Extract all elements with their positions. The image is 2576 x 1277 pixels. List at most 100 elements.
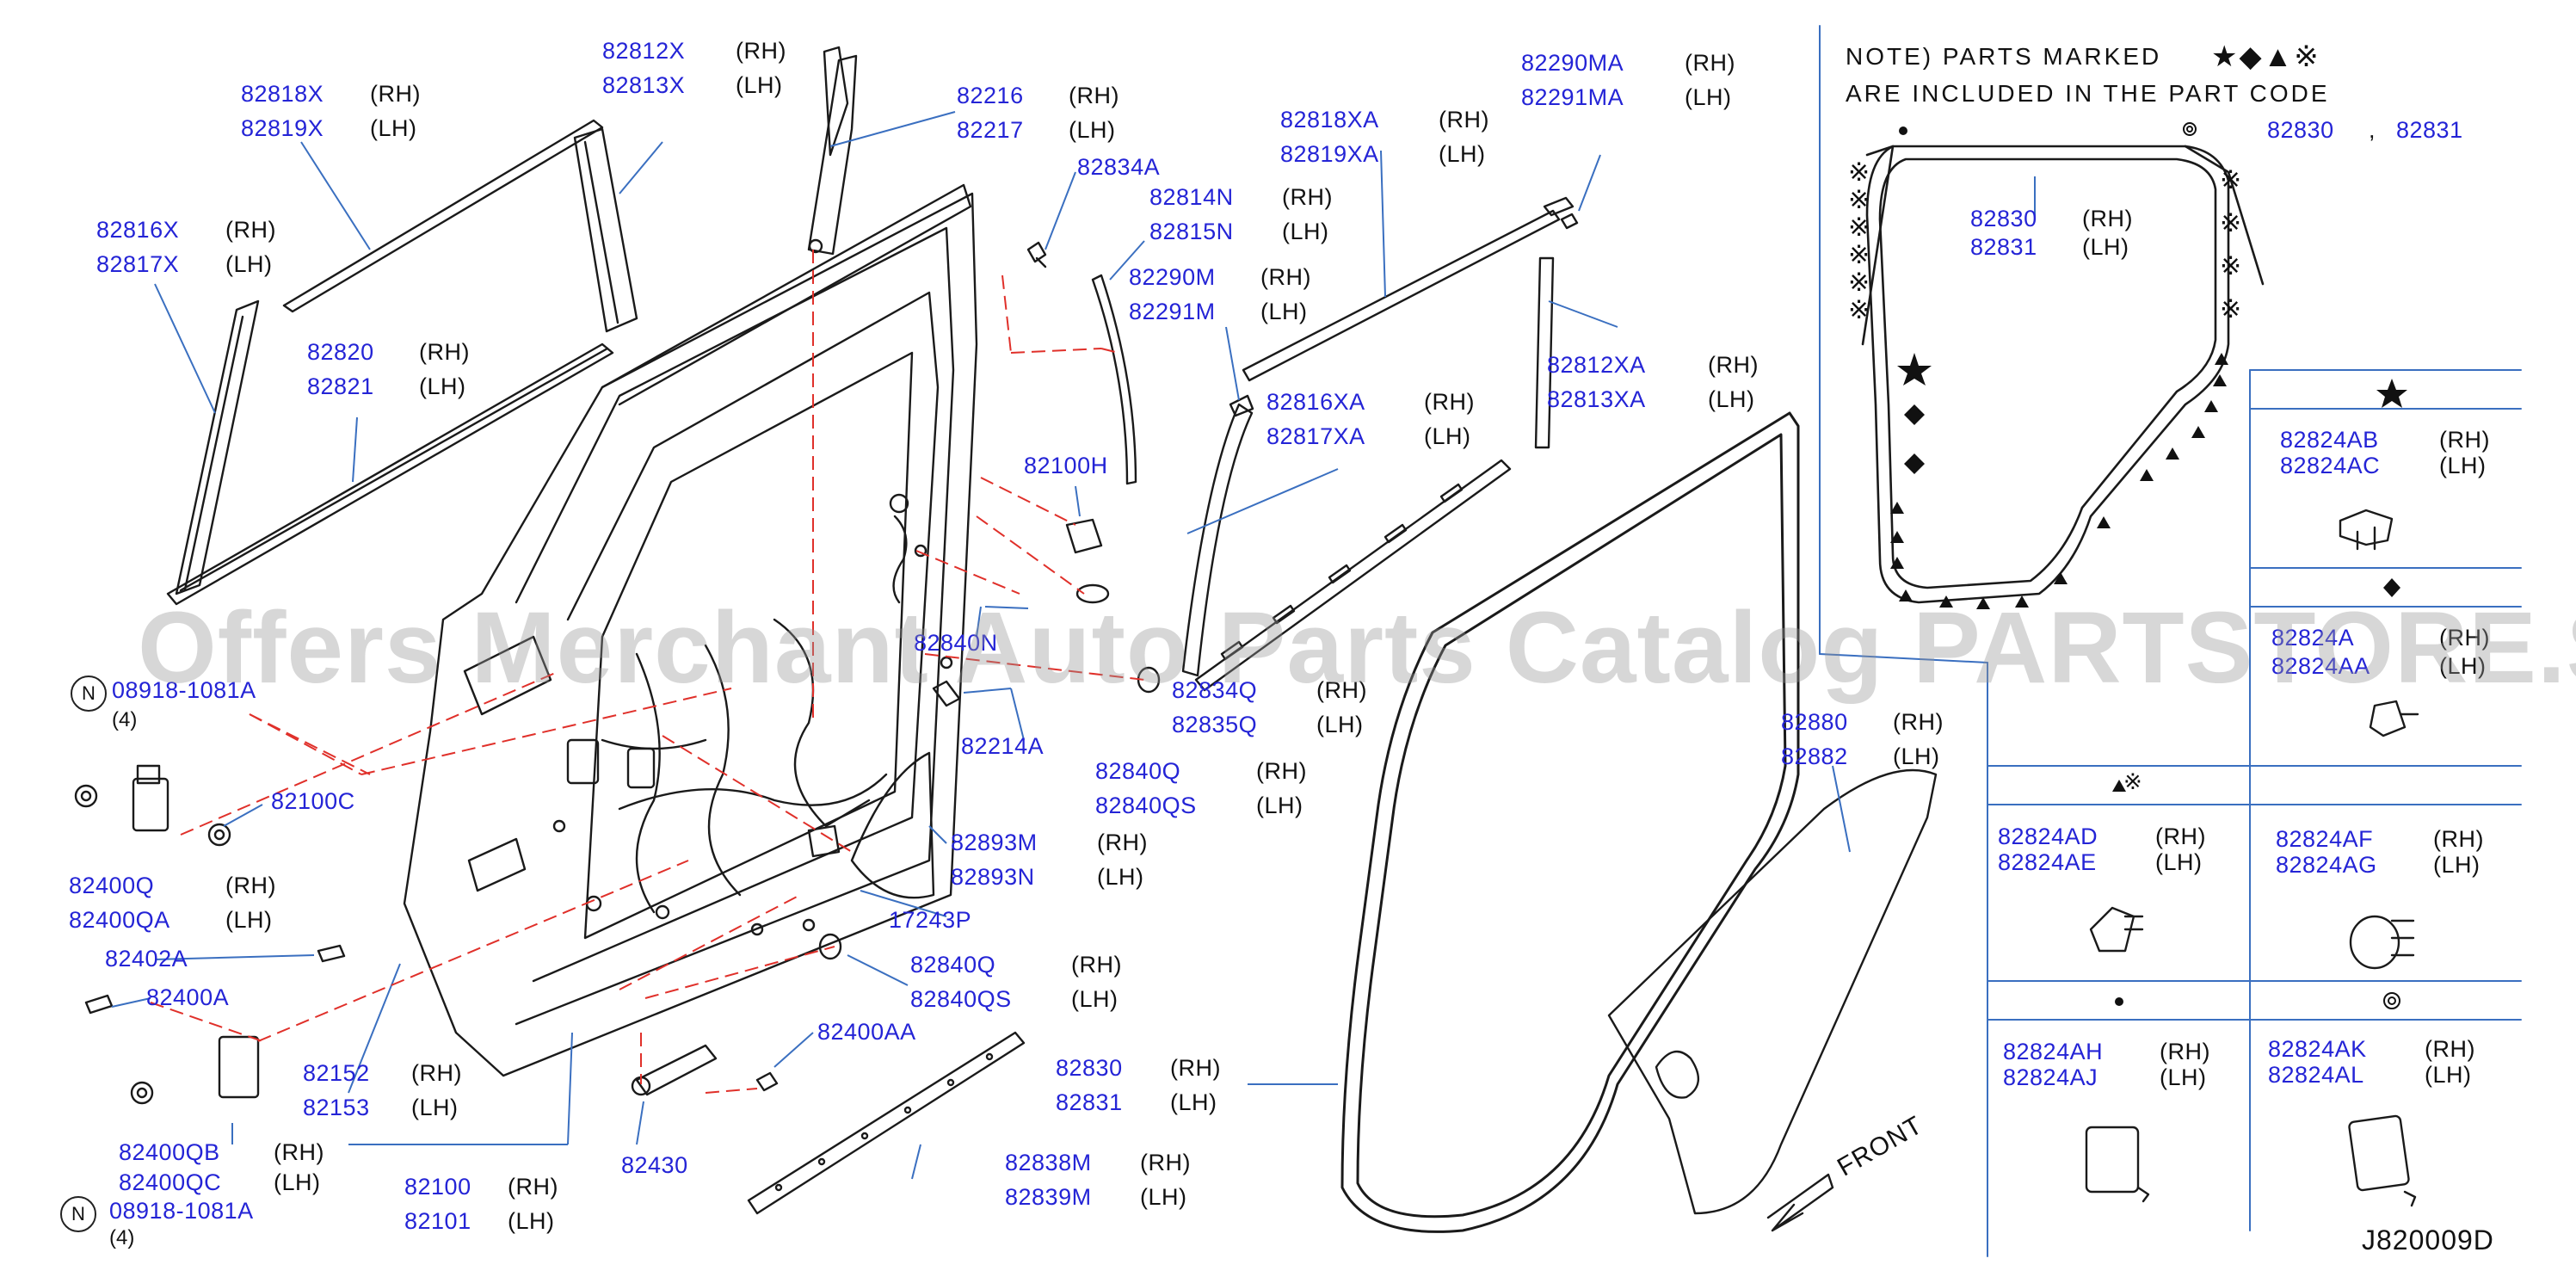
part-82819x[interactable]: 82819X	[241, 115, 324, 141]
part-82813xa[interactable]: 82813XA	[1547, 386, 1646, 412]
part-82100[interactable]: 82100	[404, 1174, 471, 1200]
part-82834q[interactable]: 82834Q	[1172, 677, 1258, 703]
part-82834a[interactable]: 82834A	[1077, 154, 1161, 180]
side-lh: (LH)	[225, 907, 273, 933]
part-82400aa[interactable]: 82400AA	[817, 1019, 916, 1045]
grommet-82840n	[1075, 583, 1110, 604]
part-82830-bottom[interactable]: 82830	[1056, 1055, 1123, 1081]
part-82402a[interactable]: 82402A	[105, 946, 188, 972]
legend-circle-rh[interactable]: 82824AK	[2268, 1036, 2367, 1062]
door-weatherstrip-82830	[1340, 411, 1800, 1233]
legend-kome-lh[interactable]: 82824AG	[2276, 852, 2377, 878]
part-82812xa[interactable]: 82812XA	[1547, 352, 1646, 378]
part-82217[interactable]: 82217	[957, 117, 1024, 143]
side-lh: (LH)	[736, 72, 783, 98]
part-82100c[interactable]: 82100C	[271, 788, 355, 814]
part-82817xa[interactable]: 82817XA	[1266, 423, 1365, 449]
legend-dot-rh[interactable]: 82824AH	[2003, 1039, 2104, 1064]
legend-diamond-lh[interactable]: 82824AA	[2271, 653, 2370, 679]
side-rh: (RH)	[2082, 206, 2133, 231]
side-rh: (RH)	[274, 1139, 324, 1165]
check-link-82430	[631, 1044, 779, 1096]
part-82831-bottom[interactable]: 82831	[1056, 1089, 1123, 1115]
part-82152[interactable]: 82152	[303, 1060, 370, 1086]
side-lh: (LH)	[419, 373, 466, 399]
part-82835q[interactable]: 82835Q	[1172, 712, 1258, 737]
part-82819xa[interactable]: 82819XA	[1280, 141, 1379, 167]
part-82893m[interactable]: 82893M	[951, 830, 1038, 855]
part-82840qs-b[interactable]: 82840QS	[910, 986, 1012, 1012]
legend-kome-rh[interactable]: 82824AF	[2276, 826, 2374, 852]
part-82880[interactable]: 82880	[1781, 709, 1848, 735]
part-82291ma[interactable]: 82291MA	[1521, 84, 1624, 110]
part-82818xa[interactable]: 82818XA	[1280, 107, 1379, 133]
side-rh: (RH)	[1708, 352, 1759, 378]
side-lh: (LH)	[2160, 1064, 2207, 1090]
part-08918-1081a-upper[interactable]: 08918-1081A	[112, 677, 256, 703]
part-82291m[interactable]: 82291M	[1129, 299, 1216, 324]
part-82216[interactable]: 82216	[957, 83, 1024, 108]
part-82290ma[interactable]: 82290MA	[1521, 50, 1624, 76]
part-82839m[interactable]: 82839M	[1005, 1184, 1092, 1210]
part-82100h[interactable]: 82100H	[1024, 453, 1108, 478]
strip-82814n	[1091, 274, 1137, 485]
part-82400qb[interactable]: 82400QB	[119, 1139, 220, 1165]
part-82840n[interactable]: 82840N	[914, 630, 998, 656]
legend-dot-lh[interactable]: 82824AJ	[2003, 1064, 2098, 1090]
legend-triangle-rh[interactable]: 82824AD	[1998, 824, 2098, 849]
side-lh: (LH)	[274, 1169, 321, 1195]
note-code-82831[interactable]: 82831	[2396, 117, 2463, 143]
part-82430[interactable]: 82430	[621, 1152, 688, 1178]
part-82813x[interactable]: 82813X	[602, 72, 686, 98]
dashed-leaders	[150, 250, 1145, 1094]
part-82101[interactable]: 82101	[404, 1208, 471, 1234]
part-82153[interactable]: 82153	[303, 1095, 370, 1120]
door-frame-top	[601, 183, 972, 406]
part-82812x[interactable]: 82812X	[602, 38, 686, 64]
part-82838m[interactable]: 82838M	[1005, 1150, 1092, 1175]
legend-circle-lh[interactable]: 82824AL	[2268, 1062, 2364, 1088]
part-82882[interactable]: 82882	[1781, 743, 1848, 769]
part-82840q-b[interactable]: 82840Q	[910, 952, 996, 978]
side-lh: (LH)	[2433, 852, 2480, 878]
part-82840qs-a[interactable]: 82840QS	[1095, 793, 1197, 818]
legend-triangle-lh[interactable]: 82824AE	[1998, 849, 2097, 875]
part-82821[interactable]: 82821	[307, 373, 374, 399]
panel-dividers	[1819, 25, 2522, 1257]
legend-star-lh[interactable]: 82824AC	[2280, 453, 2381, 478]
part-82831-inset[interactable]: 82831	[1970, 234, 2037, 260]
bumper-82100h	[1065, 518, 1103, 554]
side-lh: (LH)	[2082, 234, 2129, 260]
part-82400qa[interactable]: 82400QA	[69, 907, 170, 933]
side-lh: (LH)	[2155, 849, 2203, 875]
part-82816xa[interactable]: 82816XA	[1266, 389, 1365, 415]
part-82816x[interactable]: 82816X	[96, 217, 180, 243]
part-82817x[interactable]: 82817X	[96, 251, 180, 277]
part-82400a[interactable]: 82400A	[146, 984, 230, 1010]
part-82840q-a[interactable]: 82840Q	[1095, 758, 1181, 784]
clip-82834a	[1026, 241, 1047, 263]
legend-star-rh[interactable]: 82824AB	[2280, 427, 2379, 453]
part-82290m[interactable]: 82290M	[1129, 264, 1216, 290]
side-lh: (LH)	[2425, 1062, 2472, 1088]
part-82820[interactable]: 82820	[307, 339, 374, 365]
kome-markers-right: ※※※※	[2220, 166, 2242, 324]
note-code-82830[interactable]: 82830	[2267, 117, 2334, 143]
sealing-screen-82893m	[850, 751, 935, 899]
note-line-1: NOTE) PARTS MARKED	[1846, 43, 2162, 70]
side-rh: (RH)	[1097, 830, 1148, 855]
part-82815n[interactable]: 82815N	[1149, 219, 1234, 244]
part-82893n[interactable]: 82893N	[951, 864, 1035, 890]
legend-diamond-rh[interactable]: 82824A	[2271, 625, 2355, 651]
part-08918-1081a-lower[interactable]: 08918-1081A	[109, 1198, 254, 1224]
clip-82290ma	[1560, 213, 1579, 230]
part-82400qc[interactable]: 82400QC	[119, 1169, 222, 1195]
part-82214a[interactable]: 82214A	[961, 733, 1045, 759]
part-82400q[interactable]: 82400Q	[69, 873, 155, 898]
part-82814n[interactable]: 82814N	[1149, 184, 1234, 210]
part-17243p[interactable]: 17243P	[889, 907, 972, 933]
part-82818x[interactable]: 82818X	[241, 81, 324, 107]
side-rh: (RH)	[1316, 677, 1367, 703]
vertical-strip-x	[573, 127, 638, 333]
part-82830-inset[interactable]: 82830	[1970, 206, 2037, 231]
